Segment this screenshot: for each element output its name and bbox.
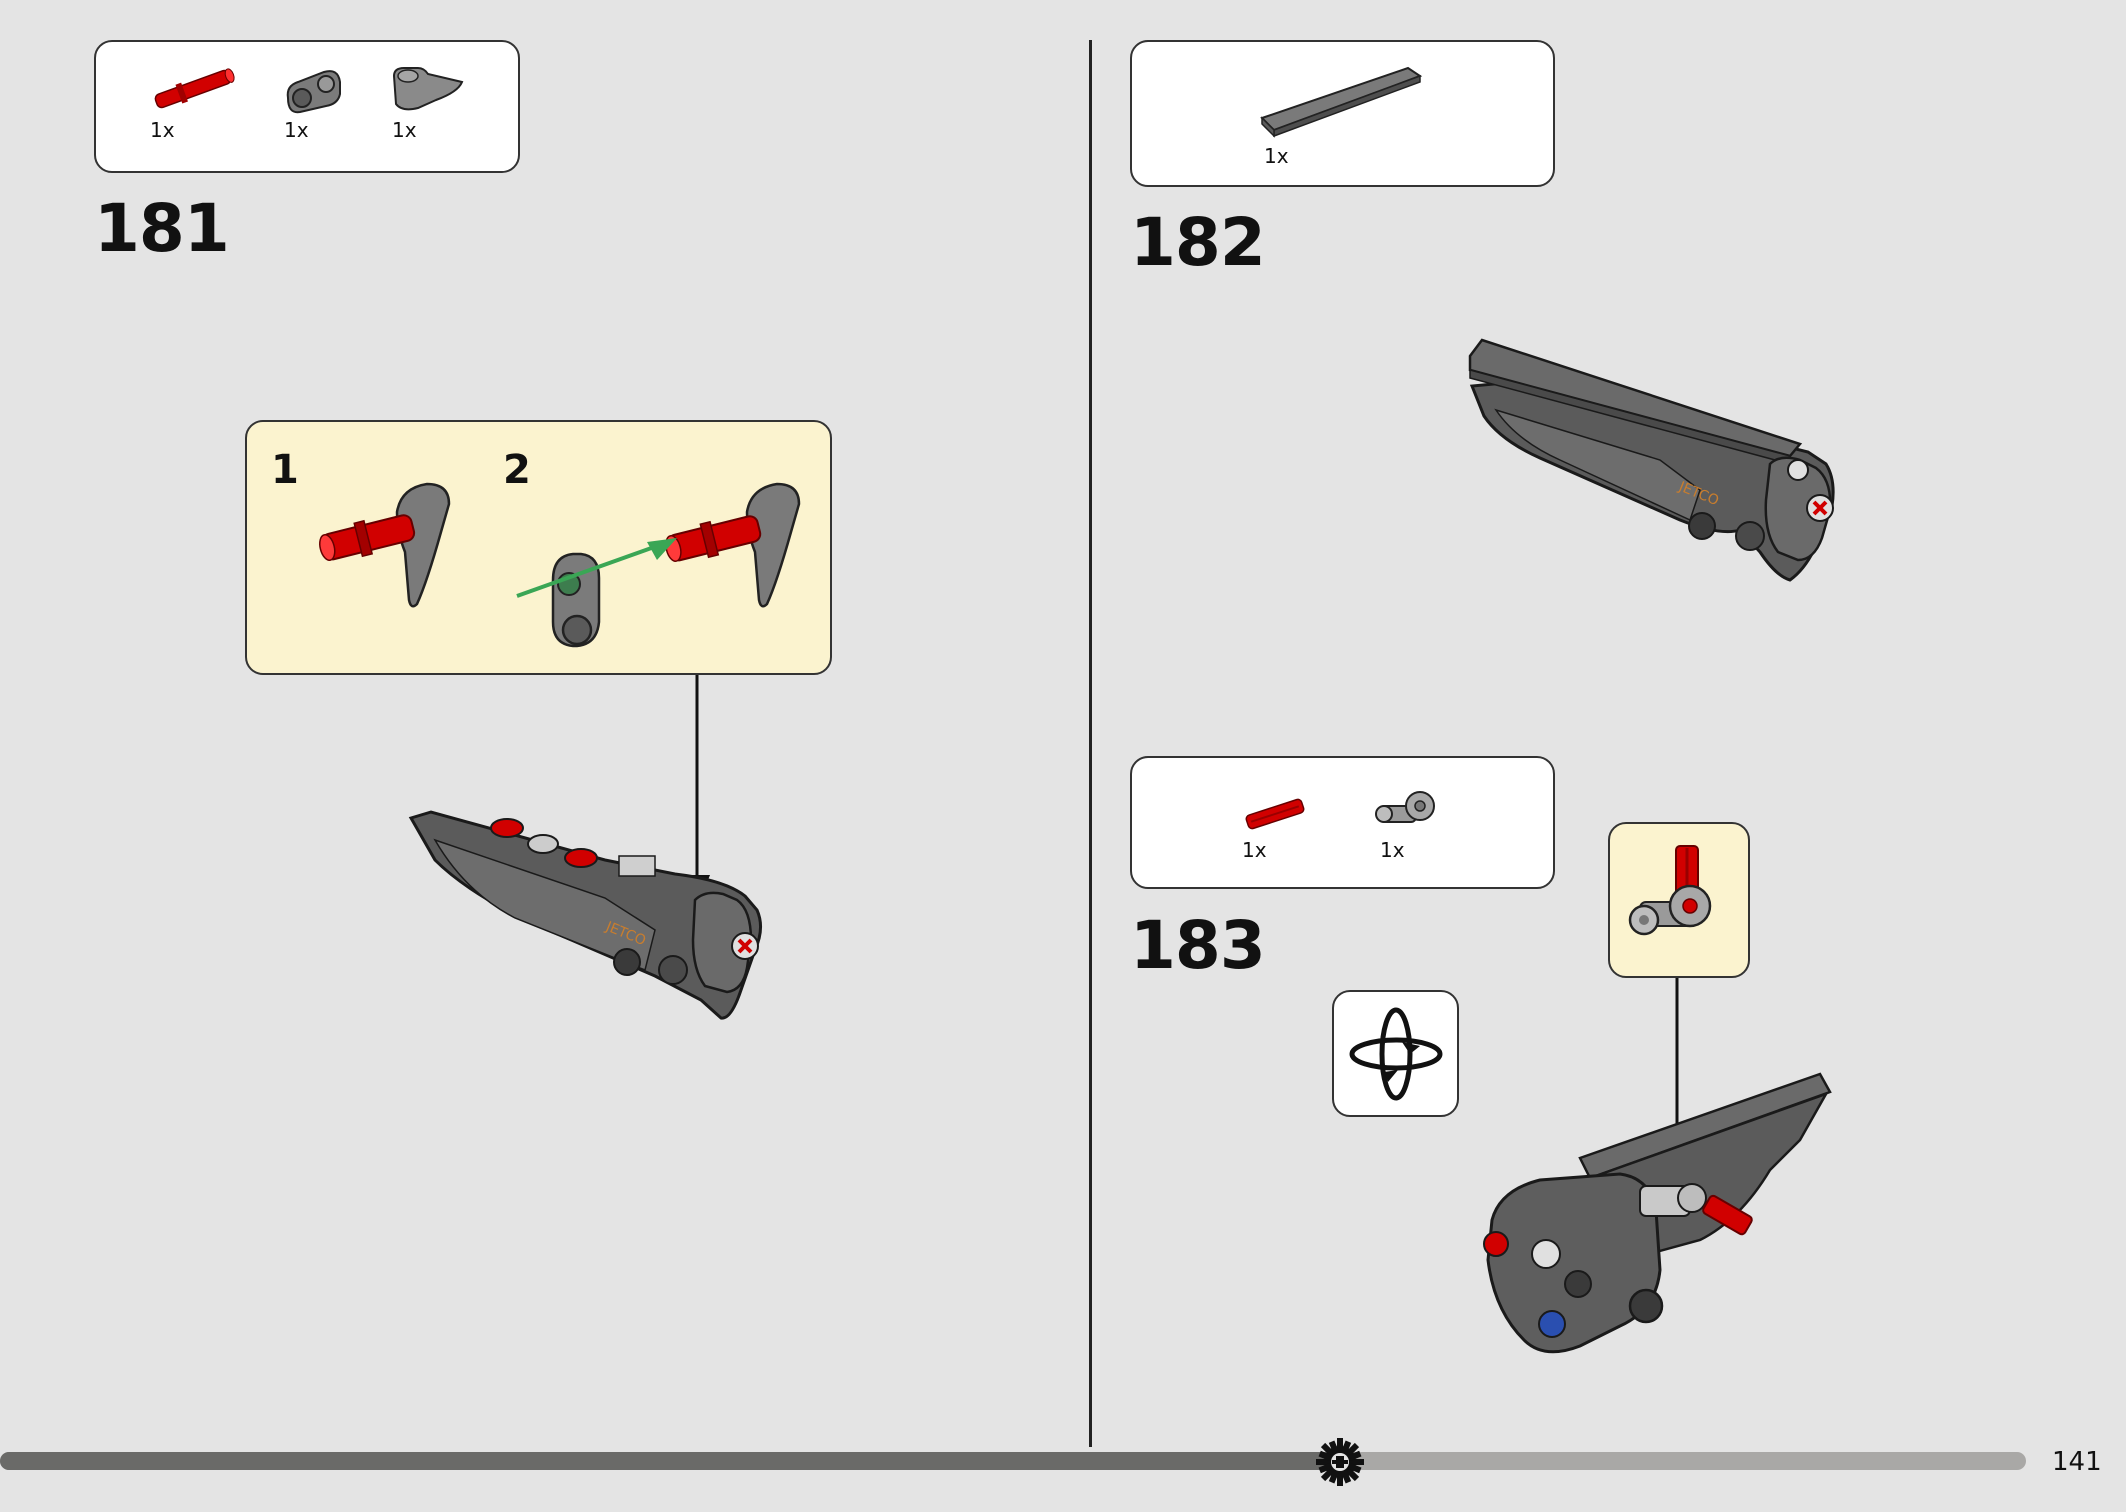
page-progress-fill xyxy=(0,1452,1338,1470)
page-number: 141 xyxy=(2052,1447,2102,1477)
substep-2-assembly xyxy=(516,482,801,648)
sub-assembly-axle-connector xyxy=(1628,845,1712,936)
red-axle-icon xyxy=(1245,798,1305,830)
part-qty: 1x xyxy=(1242,838,1267,862)
rotate-icon xyxy=(1349,1007,1443,1101)
sub-assembly-callout: 1 2 xyxy=(245,420,832,675)
model-assembly-181: JETCO xyxy=(408,810,762,1020)
part-qty: 1x xyxy=(284,118,309,142)
step-number: 181 xyxy=(94,190,230,267)
part-qty: 1x xyxy=(150,118,175,142)
part-qty: 1x xyxy=(1380,838,1405,862)
red-axle-pin-icon xyxy=(154,68,235,109)
part-qty: 1x xyxy=(392,118,417,142)
step-number: 182 xyxy=(1130,204,1266,281)
parts-list-step-181: 1x 1x 1x xyxy=(94,40,520,173)
step-number: 183 xyxy=(1130,907,1266,984)
parts-list-step-183: 1x 1x xyxy=(1130,756,1555,889)
model-assembly-183 xyxy=(1483,1072,1832,1354)
part-qty: 1x xyxy=(1264,144,1289,168)
gray-curved-panel-icon xyxy=(392,67,464,111)
page-divider xyxy=(1089,40,1092,1447)
substep-number: 1 xyxy=(271,447,299,493)
model-assembly-182: JETCO xyxy=(1468,338,1835,582)
gray-pin-connector-icon xyxy=(286,70,341,114)
parts-list-step-182: 1x xyxy=(1130,40,1555,187)
substep-1-assembly xyxy=(319,482,451,608)
page-progress-bar xyxy=(0,1452,2026,1470)
sub-assembly-callout xyxy=(1608,822,1750,978)
rotate-model-box xyxy=(1332,990,1459,1117)
gray-beam-icon xyxy=(1260,66,1423,138)
substep-number: 2 xyxy=(503,447,531,493)
technic-gear-icon xyxy=(1316,1438,1364,1486)
gray-axle-connector-icon xyxy=(1375,791,1435,823)
